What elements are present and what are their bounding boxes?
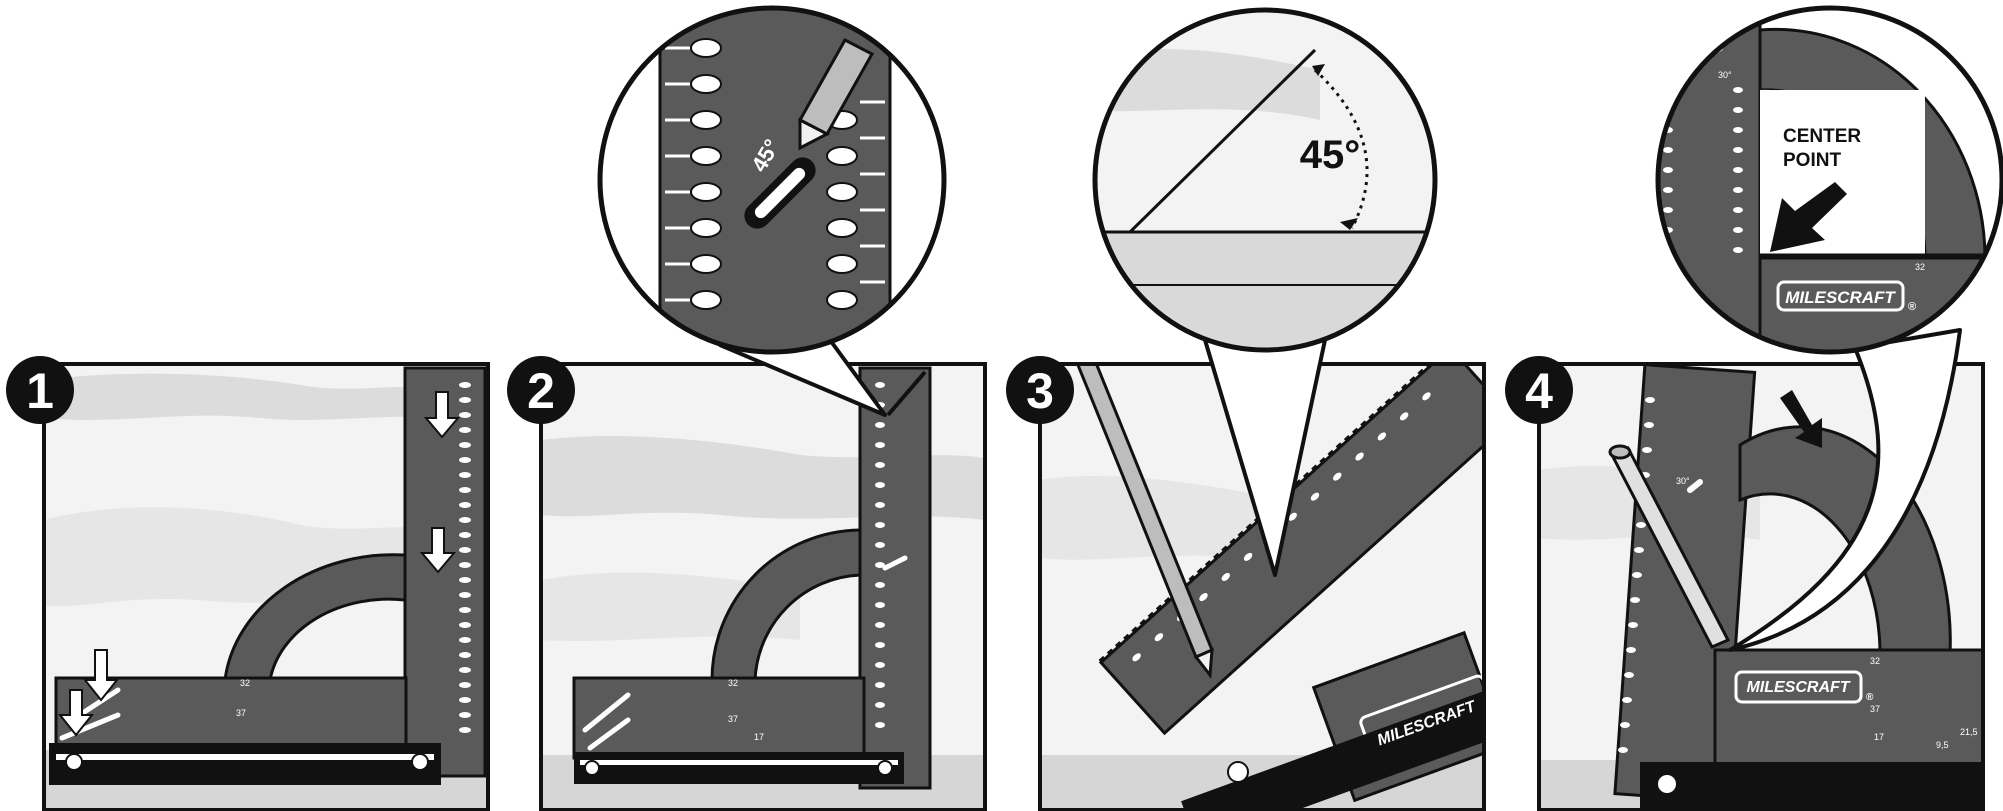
panel-step-4: 4 xyxy=(1505,356,1985,811)
panel-4-frame xyxy=(1537,362,1985,811)
step-number-4: 4 xyxy=(1525,363,1553,419)
step-badge-3 xyxy=(1006,356,1074,424)
screw-icon xyxy=(411,753,429,771)
zoom-circle-3 xyxy=(1092,7,1438,353)
down-arrow-icon xyxy=(1780,390,1822,448)
down-arrow-icon xyxy=(57,689,95,737)
panel-step-3: 3 xyxy=(1006,356,1486,811)
brand-name: MILESCRAFT xyxy=(1746,679,1850,696)
brand-name: MILESCRAFT xyxy=(1785,288,1896,307)
angle-label: 45° xyxy=(1300,133,1361,177)
brand-plate xyxy=(1734,670,1863,704)
dim-32-label: 32 xyxy=(1915,262,1925,272)
step-badge-2 xyxy=(507,356,575,424)
dim-95-label: 9,5 xyxy=(1936,740,1949,750)
panel-step-2: 2 xyxy=(507,356,987,811)
registered-mark: ® xyxy=(1908,301,1916,313)
ruler-vertical-arm xyxy=(858,366,932,790)
ruler-vertical-arm xyxy=(403,366,487,778)
dim-32-label: 32 xyxy=(1870,656,1880,666)
ruler-base xyxy=(1713,648,1983,782)
step-badge-1 xyxy=(6,356,74,424)
zoom-circle-2 xyxy=(597,5,947,355)
protractor-arc xyxy=(710,528,862,682)
step-number-3: 3 xyxy=(1026,363,1054,419)
ruler-base xyxy=(572,676,866,760)
center-point-label-line1: CENTER xyxy=(1783,126,1861,147)
down-arrow-icon xyxy=(423,391,461,439)
dim-17-label: 17 xyxy=(754,732,764,742)
screw-icon xyxy=(65,753,83,771)
registered-mark: ® xyxy=(1866,692,1874,703)
zoom-callout-4: MILESCRAFT ® CENTER POINT 30° 32 xyxy=(1655,5,2003,652)
pencil-icon xyxy=(1608,444,1731,649)
step-badge-4 xyxy=(1505,356,1573,424)
ruler-holes xyxy=(459,382,471,733)
pencil-icon xyxy=(1076,364,1214,679)
ruler-rail xyxy=(1640,762,1983,810)
dim-21-label: 21,5 xyxy=(1960,727,1978,737)
dim-37-label: 37 xyxy=(1870,704,1880,714)
ruler-rail xyxy=(49,743,441,785)
screw-icon xyxy=(877,760,893,776)
angle-arc xyxy=(1313,68,1369,229)
zoom-callout-2: 45° xyxy=(597,5,947,417)
down-arrow-icon xyxy=(419,527,457,574)
step-number-1: 1 xyxy=(26,363,54,419)
panel-step-1: 1 xyxy=(6,356,490,811)
zoom-circle-4 xyxy=(1655,5,2003,355)
center-point-label-line2: POINT xyxy=(1783,150,1841,171)
slot-30-label: 30° xyxy=(1676,476,1690,486)
center-point-arrow-icon xyxy=(1770,182,1847,252)
ruler-rail xyxy=(1181,691,1484,810)
brand-plate xyxy=(1776,280,1905,312)
dim-37-label: 37 xyxy=(728,714,738,724)
cloud-shape xyxy=(44,373,488,420)
pencil-icon xyxy=(797,38,875,151)
screw-icon xyxy=(1656,773,1678,795)
dim-17-label: 17 xyxy=(1874,732,1884,742)
screw-icon xyxy=(1227,761,1249,783)
dim-32-label: 32 xyxy=(728,678,738,688)
slot-30-label: 30° xyxy=(1718,70,1732,80)
dim-32-label: 32 xyxy=(240,678,250,688)
step-number-2: 2 xyxy=(527,363,555,419)
screw-icon xyxy=(584,760,600,776)
protractor-arc xyxy=(223,553,407,682)
down-arrow-icon xyxy=(82,649,120,702)
ruler-rail xyxy=(574,752,904,784)
panel-1-frame xyxy=(42,362,490,811)
dim-37-label: 37 xyxy=(236,708,246,718)
callout-pointer xyxy=(1728,328,1962,652)
